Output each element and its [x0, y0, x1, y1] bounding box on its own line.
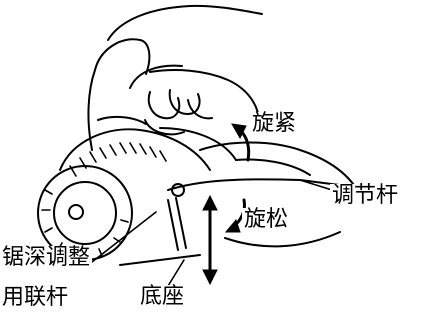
blade-inner-ring [53, 181, 117, 245]
base-plate [119, 254, 201, 266]
lever-pivot [171, 183, 185, 197]
depth-link-rod [167, 197, 187, 251]
leader-lever [299, 179, 333, 191]
label-depth-adjust-line1: 锯深调整 [0, 245, 93, 270]
guard-ribs [69, 142, 167, 177]
depth-arrow-up [202, 194, 218, 211]
motor-housing [87, 38, 237, 161]
depth-arrow-down [202, 269, 218, 286]
label-loosen: 旋松 [242, 207, 291, 232]
blade-nut [68, 204, 84, 220]
fingers [144, 89, 213, 136]
label-tighten: 旋紧 [250, 111, 299, 136]
loosen-arrowhead [224, 218, 241, 233]
adjust-lever [167, 178, 396, 193]
label-base: 底座 [138, 284, 187, 309]
label-lever: 调节杆 [330, 183, 401, 208]
blade-guard [59, 128, 211, 171]
leader-base [167, 259, 185, 287]
tighten-arrowhead [231, 123, 247, 140]
label-depth-adjust-line2: 用联杆 [0, 285, 71, 310]
upper-hand [107, 4, 263, 129]
lower-hand [199, 141, 361, 248]
leader-depth [91, 211, 157, 263]
